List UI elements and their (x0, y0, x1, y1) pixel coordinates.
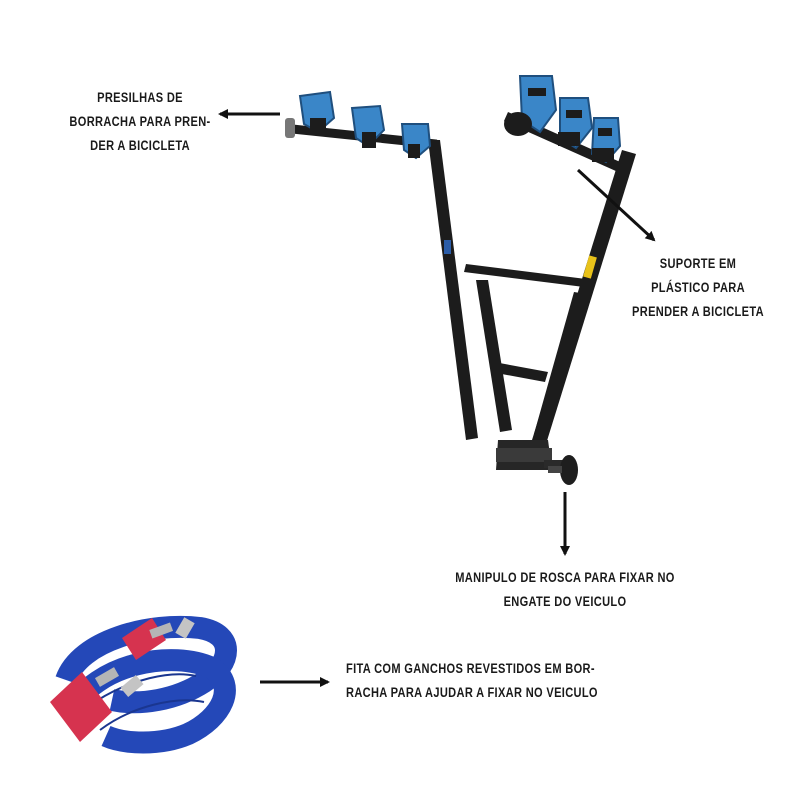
callout-strap: FITA COM GANCHOS REVESTIDOS EM BOR- RACH… (346, 657, 625, 705)
warning-label (583, 255, 597, 279)
plastic-support (558, 97, 594, 150)
rubber-clip (350, 104, 386, 148)
callout-line: PRESILHAS DE (97, 90, 183, 105)
callout-line: ENGATE DO VEICULO (503, 594, 627, 609)
strap-rubber-hook (122, 618, 174, 660)
callout-line: MANIPULO DE ROSCA PARA FIXAR NO (455, 570, 675, 585)
callout-line: PRENDER A BICICLETA (632, 304, 764, 319)
lower-frame (476, 280, 586, 436)
callout-rubber-clips: PRESILHAS DE BORRACHA PARA PREN- DER A B… (58, 86, 222, 158)
hitch-clamp (496, 440, 564, 470)
callout-plastic-support: SUPORTE EM PLÁSTICO PARA PRENDER A BICIC… (624, 252, 772, 324)
strap-rubber-hook (50, 667, 120, 742)
callout-line: PLÁSTICO PARA (651, 280, 745, 295)
thread-knob (548, 455, 578, 485)
callout-line: FITA COM GANCHOS REVESTIDOS EM BOR- (346, 661, 595, 676)
bike-rack (285, 75, 636, 485)
strap-buckle (120, 674, 144, 698)
plastic-support (590, 117, 622, 164)
rubber-clip (400, 123, 432, 160)
straps (50, 615, 237, 754)
strap-buckle (175, 617, 195, 639)
cross-bar (444, 240, 594, 288)
arrow-plastic-support (576, 168, 656, 242)
callout-thread-knob: MANIPULO DE ROSCA PARA FIXAR NO ENGATE D… (422, 566, 709, 614)
plastic-support (504, 75, 558, 136)
rubber-clips-left (298, 90, 432, 160)
plastic-supports-right (504, 75, 622, 164)
rubber-clip (298, 90, 336, 134)
rack-sticker (444, 240, 451, 254)
callout-line: BORRACHA PARA PREN- (69, 114, 211, 129)
callout-line: DER A BICICLETA (90, 138, 190, 153)
callout-line: SUPORTE EM (659, 256, 737, 271)
left-arm (285, 118, 478, 440)
callout-line: RACHA PARA AJUDAR A FIXAR NO VEICULO (346, 685, 598, 700)
